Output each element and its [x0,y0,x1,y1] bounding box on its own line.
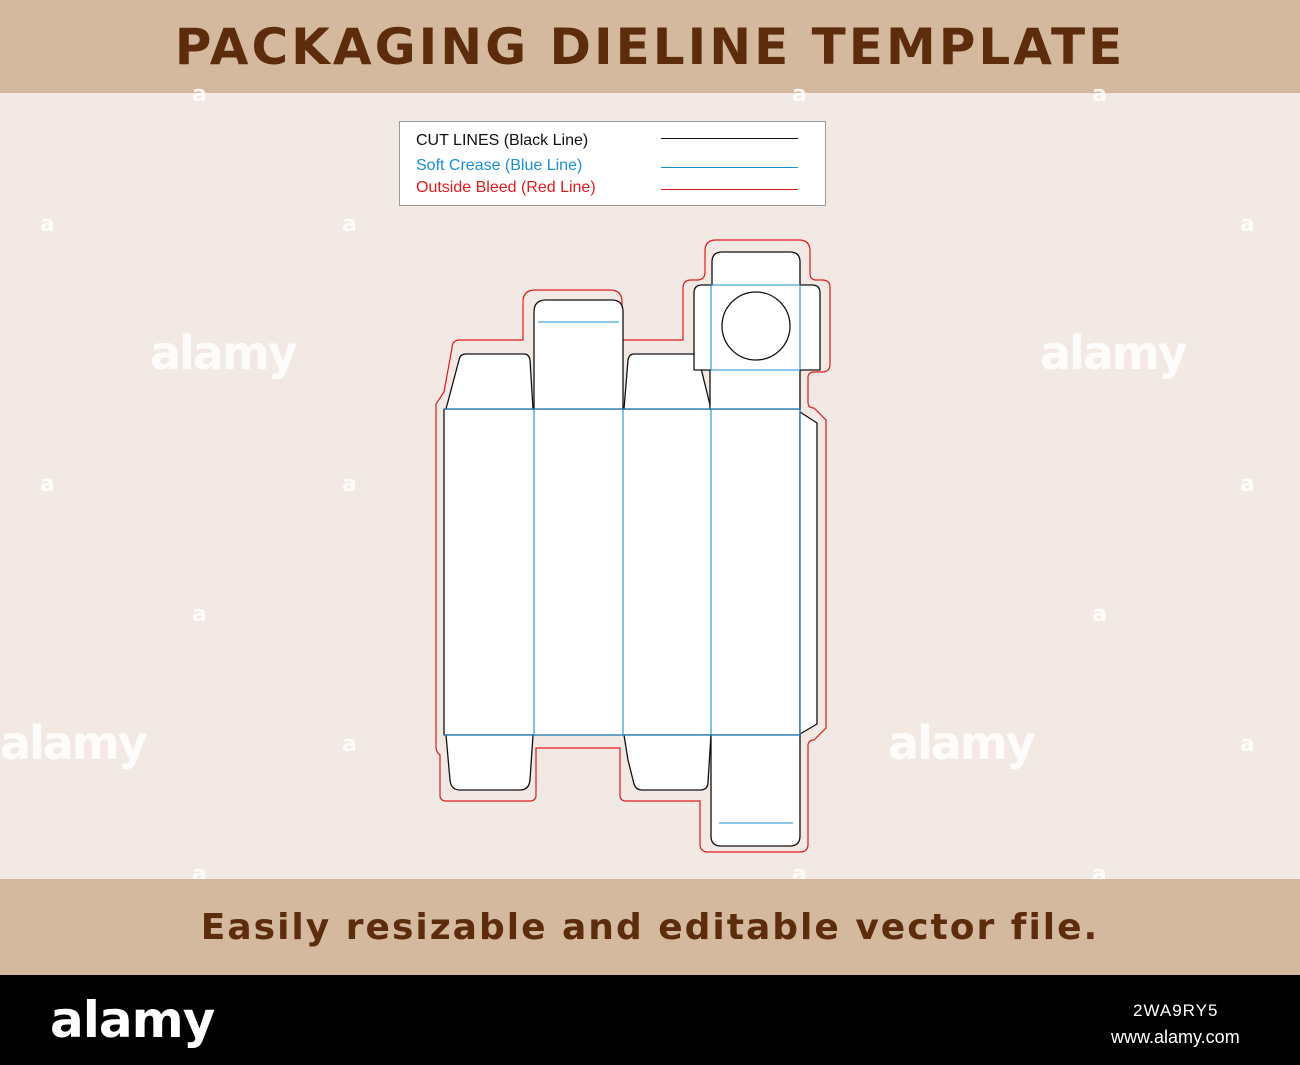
tagline-band: Easily resizable and editable vector fil… [0,879,1300,975]
legend-label-cut: CUT LINES (Black Line) [416,132,589,149]
watermark-letter: a [1092,82,1107,107]
image-id: 2WA9RY5 [1133,1001,1219,1020]
line-legend: CUT LINES (Black Line) Soft Crease (Blue… [399,121,826,206]
watermark-letter: a [1092,602,1107,627]
watermark-letter: a [192,82,207,107]
cut-lines [443,251,821,847]
site-url: www.alamy.com [1111,1027,1240,1047]
watermark-letter: a [342,472,357,497]
box-body [443,408,801,736]
alamy-logo: alamy [50,991,215,1049]
watermark-letter: a [1240,212,1255,237]
watermark-text: alamy [0,716,148,770]
lid-circle [721,291,791,361]
page-title: PACKAGING DIELINE TEMPLATE [174,17,1126,76]
watermark-letter: a [40,212,55,237]
watermark-text: alamy [888,716,1036,770]
watermark-letter: a [1240,732,1255,757]
legend-swatch-bleed [661,189,798,190]
watermark-text: alamy [150,326,298,380]
legend-swatch-cut [661,138,798,139]
bleed-outline [435,239,831,853]
watermark-letter: a [40,472,55,497]
watermark-letter: a [792,82,807,107]
watermark-text: alamy [1040,326,1188,380]
stock-footer: alamy 2WA9RY5 www.alamy.com [0,975,1300,1065]
bottom-flap-1 [445,734,534,791]
tuck-flap-top [533,299,624,410]
glue-flap [799,411,818,735]
watermark-letter: a [192,602,207,627]
bottom-flap-3 [623,734,712,791]
legend-label-bleed: Outside Bleed (Red Line) [416,179,596,196]
watermark-letter: a [342,732,357,757]
watermark-letter: a [1240,472,1255,497]
header-band: PACKAGING DIELINE TEMPLATE [0,0,1300,93]
tagline-text: Easily resizable and editable vector fil… [200,906,1100,948]
watermark-letter: a [342,212,357,237]
legend-label-crease: Soft Crease (Blue Line) [416,157,583,174]
dust-flap-top-1 [445,353,534,410]
crease-lines [444,284,801,824]
bottom-tuck-flap [710,734,801,847]
legend-swatch-crease [661,167,798,168]
